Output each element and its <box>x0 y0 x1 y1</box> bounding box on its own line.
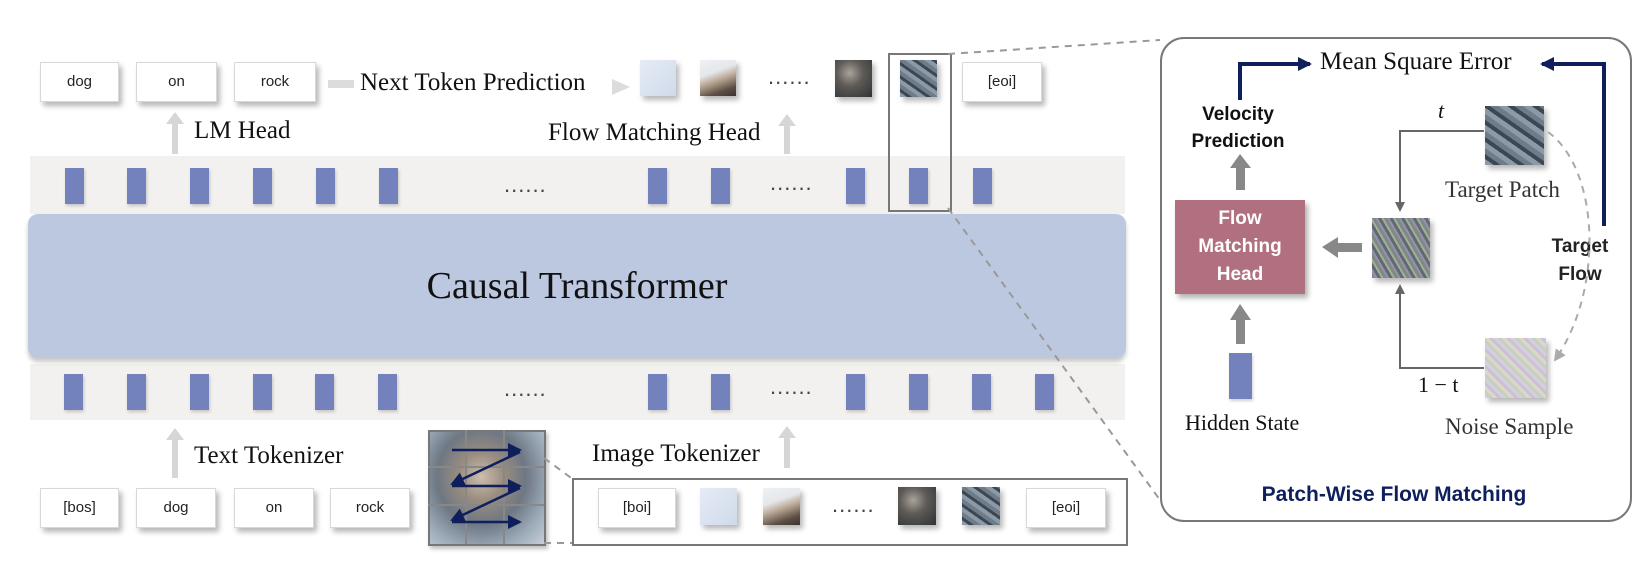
bottom-token-eoi: [eoi] <box>1026 488 1106 528</box>
image-tokenizer-label: Image Tokenizer <box>592 440 760 467</box>
bottom-bar-2 <box>127 374 146 410</box>
bottom-token-boi: [boi] <box>598 488 676 528</box>
head-arrows <box>166 112 796 478</box>
top-bar-8 <box>711 168 730 204</box>
top-patch-sky <box>640 60 676 96</box>
top-bar-5 <box>316 168 335 204</box>
head-box-line-2: Matching <box>1198 236 1282 257</box>
next-token-arrow-right <box>612 79 630 95</box>
bottom-bar-7 <box>648 374 667 410</box>
top-bar-6 <box>379 168 398 204</box>
top-bar-10 <box>909 168 928 204</box>
noise-sample-image <box>1485 338 1546 398</box>
bottom-token-dog: dog <box>136 488 216 528</box>
bottom-bar-12 <box>1035 374 1054 410</box>
target-flow-curve <box>1547 131 1591 362</box>
next-token-prediction-label: Next Token Prediction <box>360 69 586 96</box>
interpolated-patch-image <box>1372 218 1430 278</box>
target-flow-label-2: Flow <box>1558 264 1602 285</box>
flow-matching-head-box <box>1175 200 1305 294</box>
noise-sample-label: Noise Sample <box>1445 414 1574 439</box>
bottom-patch-rock-2 <box>962 487 1000 525</box>
zoom-highlight-box <box>888 53 952 212</box>
top-bar-7 <box>648 168 667 204</box>
top-token-rock: rock <box>234 62 316 102</box>
top-bar-4 <box>253 168 272 204</box>
flow-matching-head-label: Flow Matching Head <box>548 119 761 146</box>
bottom-bar-10 <box>909 374 928 410</box>
bottom-bar-11 <box>972 374 991 410</box>
bottom-bar-6 <box>378 374 397 410</box>
bottom-bar-8 <box>711 374 730 410</box>
text-tokenizer-label: Text Tokenizer <box>194 442 344 469</box>
head-box-line-3: Head <box>1216 264 1264 285</box>
dashed-connectors <box>543 39 1161 544</box>
velocity-prediction-label-2: Prediction <box>1191 131 1285 152</box>
top-patch-dog <box>700 60 736 96</box>
bottom-bar-9 <box>846 374 865 410</box>
top-bar-11 <box>973 168 992 204</box>
top-token-on: on <box>136 62 217 102</box>
top-token-eoi: [eoi] <box>962 62 1042 102</box>
top-patch-rock-2 <box>900 60 937 97</box>
velocity-prediction-label-1: Velocity <box>1202 104 1274 125</box>
bottom-token-rock: rock <box>330 488 410 528</box>
bottom-bar-1 <box>64 374 83 410</box>
bottom-bar-5 <box>315 374 334 410</box>
top-bar-1 <box>65 168 84 204</box>
top-patch-rock-1 <box>835 60 872 97</box>
top-token-band <box>30 156 1125 214</box>
bottom-patch-sky <box>700 488 737 525</box>
target-patch-image <box>1485 106 1544 165</box>
top-bar-3 <box>190 168 209 204</box>
mse-arrows <box>1238 57 1606 226</box>
top-bar-2 <box>127 168 146 204</box>
top-token-dog: dog <box>40 62 119 102</box>
bottom-bar-4 <box>253 374 272 410</box>
next-token-arrow-left <box>328 80 354 88</box>
bottom-token-on: on <box>234 488 314 528</box>
causal-transformer-block <box>28 214 1126 358</box>
one-minus-t-label: 1 − t <box>1418 372 1459 397</box>
hidden-state-bar <box>1229 353 1252 399</box>
mse-label: Mean Square Error <box>1320 48 1512 75</box>
bottom-token-band <box>30 364 1125 420</box>
patch-wise-flow-matching-panel <box>1160 37 1632 522</box>
target-patch-label: Target Patch <box>1445 177 1560 202</box>
lm-head-label: LM Head <box>194 117 291 144</box>
interpolation-lines <box>1395 130 1484 369</box>
hidden-state-label: Hidden State <box>1185 410 1300 435</box>
bottom-patch-dog <box>763 488 800 525</box>
causal-transformer-label: Causal Transformer <box>426 265 728 307</box>
panel-grey-arrows <box>1230 154 1362 344</box>
bottom-token-bos: [bos] <box>40 488 119 528</box>
target-flow-label-1: Target <box>1551 236 1609 257</box>
bottom-patch-rock-1 <box>898 487 936 525</box>
head-box-line-1: Flow <box>1218 208 1262 229</box>
bottom-bar-3 <box>190 374 209 410</box>
top-bar-9 <box>846 168 865 204</box>
panel-title: Patch-Wise Flow Matching <box>1261 483 1527 506</box>
t-label: t <box>1438 98 1445 123</box>
raster-order-arrows <box>450 443 522 529</box>
